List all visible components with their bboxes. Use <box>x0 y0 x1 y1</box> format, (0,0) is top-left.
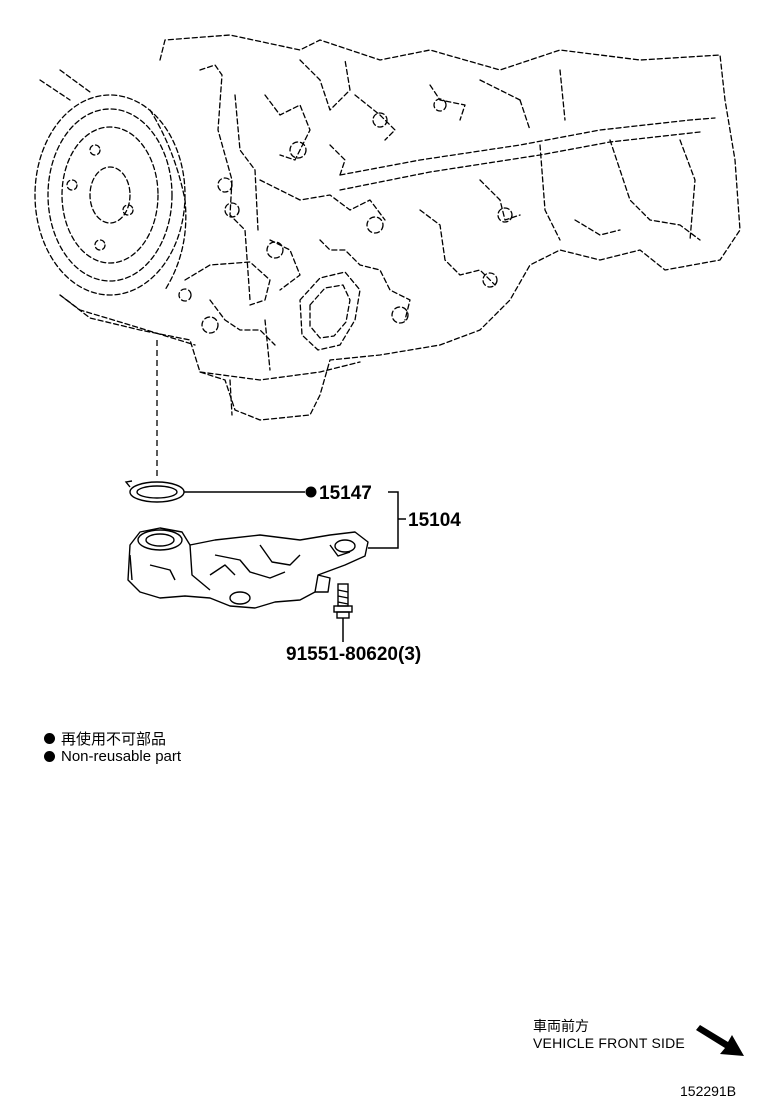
engine-block-drawing <box>34 34 741 421</box>
legend-en-text: Non-reusable part <box>61 748 182 765</box>
non-reusable-dot-icon <box>44 733 55 744</box>
bolt-number[interactable]: 91551-80620 <box>286 644 398 665</box>
illustration-reference-code: 152291B <box>680 1083 737 1099</box>
part-number-15104[interactable]: 15104 <box>408 510 461 531</box>
arrow-down-right-icon <box>696 1025 744 1056</box>
part-leader-lines <box>184 491 406 642</box>
part-number-91551-80620[interactable]: 91551-80620(3) <box>286 644 421 665</box>
bolt-quantity: (3) <box>398 644 421 665</box>
water-inlet-assembly-drawing <box>127 527 369 609</box>
non-reusable-dot-icon <box>44 751 55 762</box>
vehicle-front-jp: 車両前方 <box>533 1018 589 1034</box>
gasket-15147-drawing <box>124 480 185 503</box>
legend-jp-text: 再使用不可部品 <box>61 731 167 748</box>
bolt-91551-80620-drawing <box>333 583 353 619</box>
vehicle-front-en: VEHICLE FRONT SIDE <box>533 1035 685 1051</box>
non-reusable-marker <box>305 486 317 498</box>
legend-jp: 再使用不可部品 <box>44 728 166 749</box>
legend-en: Non-reusable part <box>44 748 181 765</box>
part-number-15147[interactable]: 15147 <box>319 483 372 504</box>
